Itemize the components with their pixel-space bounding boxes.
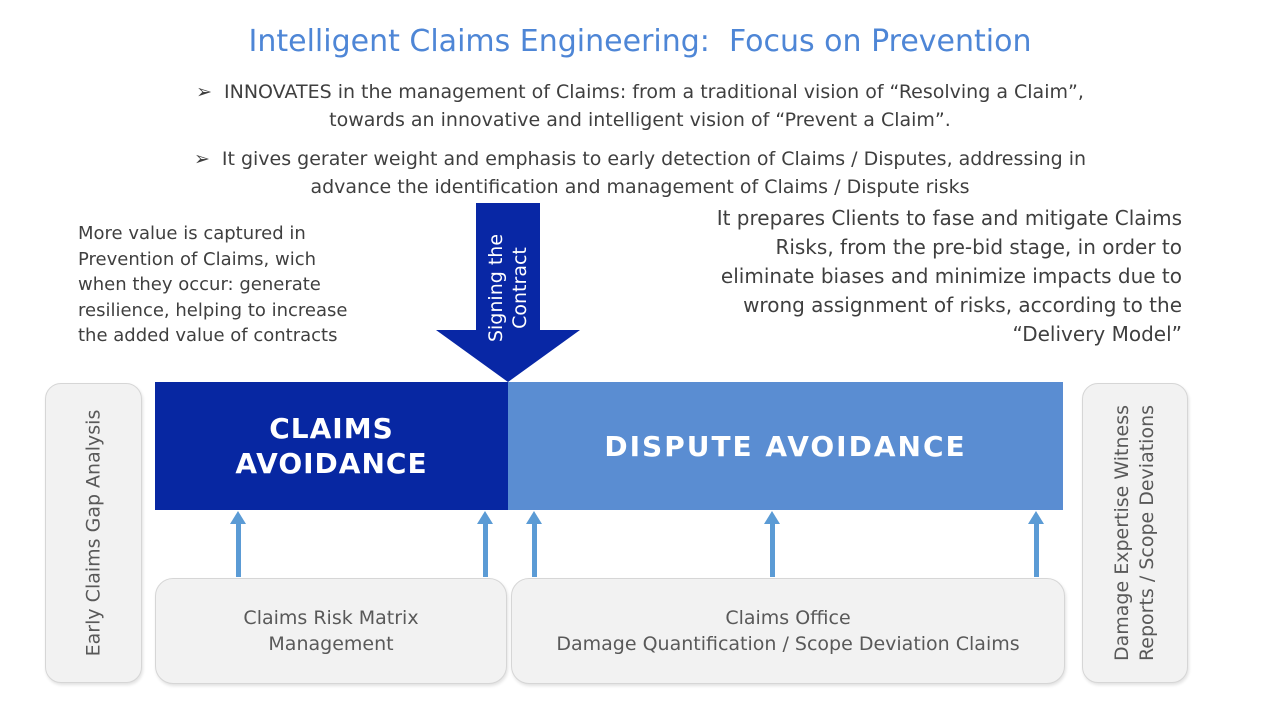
up-arrow-icon	[526, 511, 542, 577]
bullet-item: ➢ It gives gerater weight and emphasis to…	[45, 145, 1235, 201]
damage-expertise-witness-box: Damage Expertise Witness Reports / Scope…	[1082, 383, 1188, 683]
left-note: More value is captured in Prevention of …	[78, 223, 348, 346]
up-arrow-icon	[230, 511, 246, 577]
early-claims-gap-analysis-label: Early Claims Gap Analysis	[82, 409, 104, 657]
page-title: Intelligent Claims Engineering: Focus on…	[248, 24, 1032, 59]
up-arrow-icon	[1028, 511, 1044, 577]
up-arrow-icon	[764, 511, 780, 577]
bullet-list: ➢ INNOVATES in the management of Claims: …	[45, 78, 1235, 212]
claims-office-box: Claims Office Damage Quantification / Sc…	[511, 578, 1065, 684]
damage-expertise-witness-label: Damage Expertise Witness Reports / Scope…	[1111, 404, 1158, 662]
claims-risk-matrix-box: Claims Risk Matrix Management	[155, 578, 507, 684]
claims-avoidance-bar: CLAIMS AVOIDANCE	[155, 382, 508, 510]
signing-contract-label: Signing the Contract	[485, 233, 531, 343]
bullet-item: ➢ INNOVATES in the management of Claims: …	[45, 78, 1235, 134]
early-claims-gap-analysis-box: Early Claims Gap Analysis	[45, 383, 142, 683]
signing-contract-arrow-icon: Signing the Contract	[436, 203, 580, 382]
dispute-avoidance-bar: DISPUTE AVOIDANCE	[508, 382, 1063, 510]
bullet-text: It gives gerater weight and emphasis to …	[221, 148, 1087, 198]
up-arrow-icon	[477, 511, 493, 577]
bullet-text: INNOVATES in the management of Claims: f…	[224, 81, 1084, 131]
bullet-arrow-icon: ➢	[193, 148, 210, 170]
bullet-arrow-icon: ➢	[196, 81, 213, 103]
right-note: It prepares Clients to fase and mitigate…	[716, 206, 1182, 346]
